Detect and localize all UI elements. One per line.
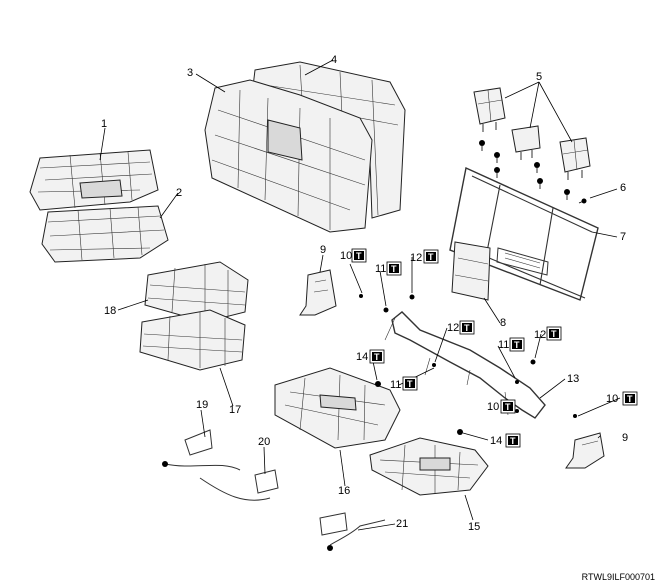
svg-text:T: T [374,352,380,362]
callout-8: 8 [500,317,506,329]
seat-cushion-part-17 [139,309,246,371]
torque-icon: T [505,433,521,448]
callout-11-a: 11 [375,263,386,275]
torque-icon: T [509,337,525,352]
callout-5: 5 [536,71,542,83]
seat-cushion-part-18 [144,261,249,323]
callout-9-left: 9 [320,244,326,256]
callout-14-b: 14 [490,435,502,447]
bracket-part-9-right [565,432,605,469]
callout-12-c: 12 [534,329,546,341]
svg-text:T: T [514,340,520,350]
callout-3: 3 [187,67,193,79]
svg-text:T: T [551,329,557,339]
seat-cushion-part-2 [41,205,169,263]
headrest-part-5-right [559,137,591,180]
svg-text:T: T [505,402,511,412]
svg-text:T: T [407,379,413,389]
seat-rail-part-13 [384,311,546,419]
seat-cushion-frame-part-16 [274,367,401,449]
callout-10-a: 10 [340,250,352,262]
callout-9-right: 9 [622,432,628,444]
torque-icon: T [351,248,367,263]
callout-11-b: 11 [498,339,509,351]
svg-text:T: T [464,323,470,333]
wire-harness-part-20 [199,469,279,501]
callout-13: 13 [567,373,579,385]
torque-icon: T [386,261,402,276]
figure-code: RTWL9ILF000701 [581,572,655,582]
bracket-part-9-left [299,269,337,316]
svg-text:T: T [391,264,397,274]
callout-16: 16 [338,485,350,497]
callout-12-b: 12 [447,322,459,334]
seat-frame-part-7 [449,166,599,301]
wire-harness-part-21 [319,512,386,551]
callout-10-b: 10 [487,401,499,413]
svg-text:T: T [627,394,633,404]
seatback-part-3 [204,79,373,233]
callout-4: 4 [331,54,337,66]
callout-14-a: 14 [356,351,368,363]
torque-icon: T [622,391,638,406]
headrest-guides [479,140,570,200]
bolt-part-6 [578,198,587,204]
headrest-part-5-left [473,87,506,132]
callout-21: 21 [396,518,408,530]
torque-icon: T [500,399,516,414]
callout-20: 20 [258,436,270,448]
armrest-part-8 [451,241,491,301]
torque-icon: T [459,320,475,335]
svg-text:T: T [428,252,434,262]
callout-7: 7 [620,231,626,243]
callout-18: 18 [104,305,116,317]
torque-icon: T [369,349,385,364]
callout-12-a: 12 [410,252,422,264]
callout-19: 19 [196,399,208,411]
torque-icon: T [423,249,439,264]
callout-6: 6 [620,182,626,194]
callout-17: 17 [229,404,241,416]
wire-harness-part-19 [162,429,241,471]
seat-cushion-frame-part-15 [369,437,489,496]
callout-1: 1 [101,118,107,130]
callout-10-c: 10 [606,393,618,405]
callout-2: 2 [176,187,182,199]
callout-15: 15 [468,521,480,533]
headrest-part-5-center [511,125,541,160]
torque-icon: T [546,326,562,341]
svg-text:T: T [510,436,516,446]
leader-lines [99,59,621,531]
svg-text:T: T [356,251,362,261]
seat-cushion-part-1 [29,149,159,211]
callout-11-c: 11 [390,379,401,391]
callout-labels: 1 2 3 4 5 6 7 8 9 9 10 10 10 11 11 11 12… [101,54,628,533]
fasteners [359,294,577,435]
torque-symbols: T T T T T T T T T T T [351,248,638,448]
torque-icon: T [402,376,418,391]
